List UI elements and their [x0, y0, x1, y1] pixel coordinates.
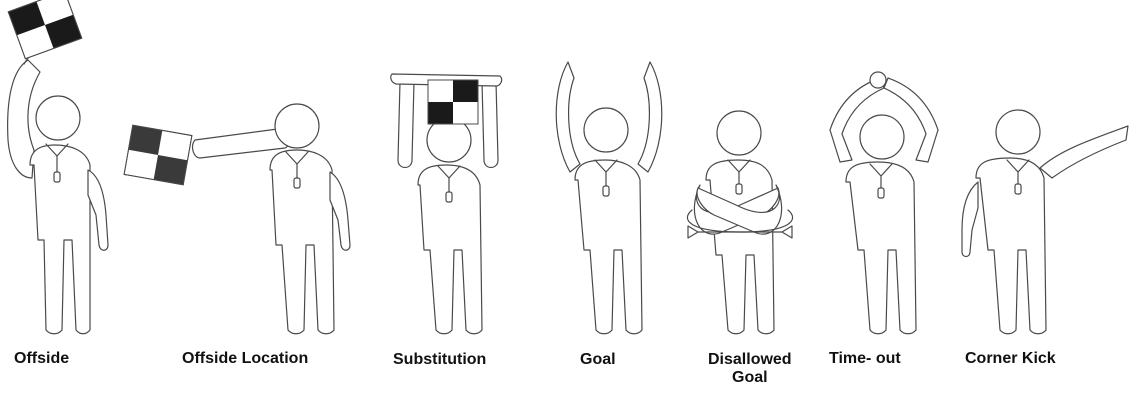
figure-disallowed-goal — [687, 111, 792, 334]
label-time-out: Time- out — [829, 350, 901, 368]
label-goal: Goal — [580, 351, 616, 369]
figure-offside — [8, 40, 108, 334]
figure-goal — [556, 62, 662, 334]
label-corner-kick: Corner Kick — [965, 350, 1056, 368]
label-offside: Offside — [14, 350, 69, 368]
label-offside-location: Offside Location — [182, 350, 308, 368]
figure-time-out — [830, 72, 938, 334]
label-disallowed-goal: Disallowed Goal — [708, 351, 792, 387]
label-substitution: Substitution — [393, 351, 486, 369]
figure-corner-kick — [962, 110, 1128, 334]
flag-offside-location — [124, 125, 192, 185]
flag-offside — [8, 0, 81, 59]
figure-offside-location — [193, 104, 350, 334]
flag-substitution — [428, 80, 478, 124]
